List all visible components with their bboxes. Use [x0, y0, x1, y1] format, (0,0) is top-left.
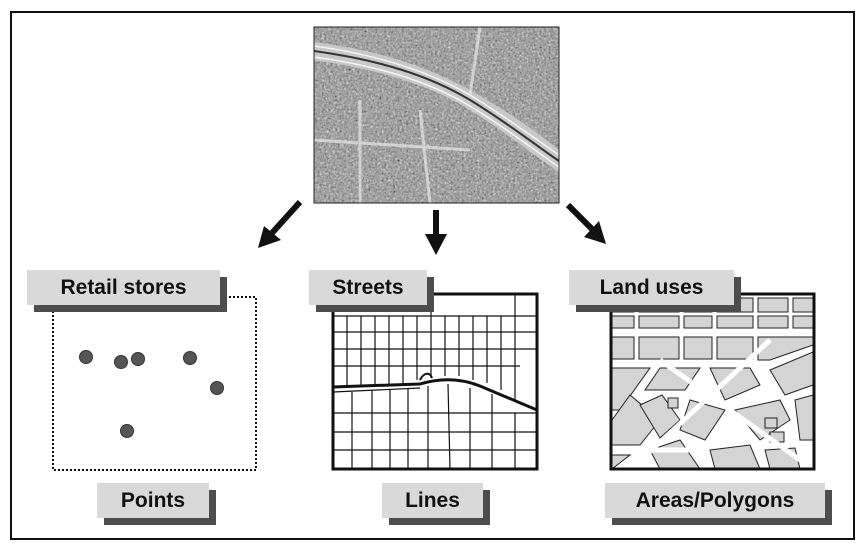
retail-store-point: [120, 424, 134, 438]
geometry-label-areas-polygons: Areas/Polygons: [605, 483, 825, 518]
geometry-label-lines: Lines: [382, 483, 483, 518]
arrow-to-points: [258, 199, 303, 248]
feature-label-land-uses: Land uses: [569, 270, 734, 305]
retail-store-point: [210, 381, 224, 395]
retail-store-point: [114, 355, 128, 369]
feature-label-retail-stores: Retail stores: [27, 270, 220, 305]
arrow-to-lines: [425, 210, 447, 255]
arrow-to-polygons: [565, 202, 606, 244]
feature-label-streets: Streets: [309, 270, 427, 305]
retail-store-point: [183, 351, 197, 365]
retail-store-point: [131, 352, 145, 366]
retail-store-point: [79, 350, 93, 364]
geometry-label-points: Points: [97, 483, 209, 518]
